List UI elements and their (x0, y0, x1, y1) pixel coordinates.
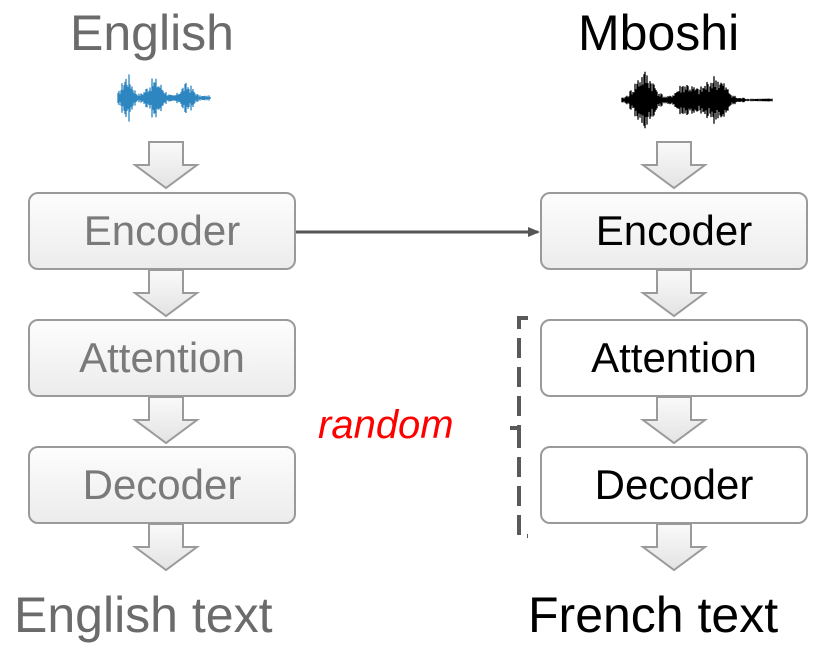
mboshi-input-label: Mboshi (578, 5, 740, 61)
english-text-output-label: English text (14, 587, 273, 643)
right-encoder-box: Encoder (540, 192, 808, 270)
english-waveform-icon (117, 74, 211, 122)
flow-arrow-left-1 (131, 141, 201, 190)
left-encoder-box: Encoder (28, 192, 296, 270)
random-bracket (510, 316, 528, 538)
flow-arrow-right-2 (639, 269, 709, 318)
random-label: random (318, 403, 454, 447)
flow-arrow-right-3 (639, 396, 709, 445)
flow-arrow-left-3 (131, 396, 201, 445)
mboshi-waveform-icon (621, 71, 773, 129)
right-attention-box: Attention (540, 319, 808, 397)
flow-arrow-right-4 (639, 523, 709, 572)
flow-arrow-left-2 (131, 269, 201, 318)
english-input-label: English (70, 5, 234, 61)
french-text-output-label: French text (528, 587, 779, 643)
flow-arrow-right-1 (639, 141, 709, 190)
left-attention-box: Attention (28, 319, 296, 397)
right-decoder-box: Decoder (540, 446, 808, 524)
left-decoder-box: Decoder (28, 446, 296, 524)
flow-arrow-left-4 (131, 523, 201, 572)
